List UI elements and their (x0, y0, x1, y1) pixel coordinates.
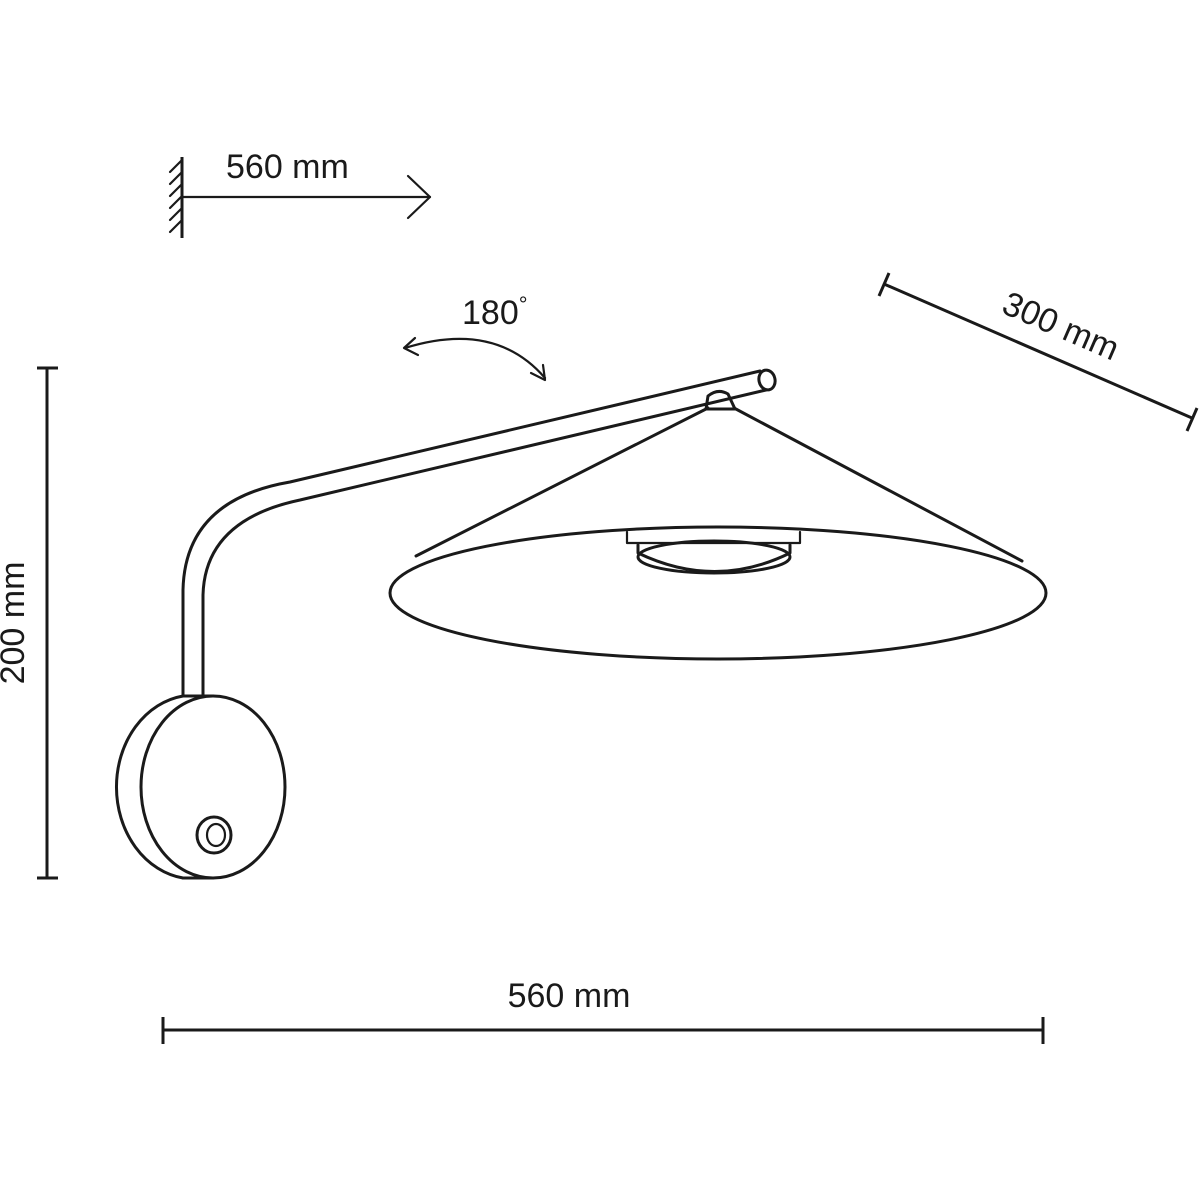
shade-hanger (704, 389, 737, 411)
switch-knob-outer (195, 815, 233, 855)
arm-outer-edge (181, 369, 762, 698)
height-dimension: 200 mm (0, 366, 58, 880)
rotation-arrow-left (402, 336, 420, 357)
shade-rim (388, 525, 1048, 661)
shade-cone-right (732, 406, 1024, 563)
base-front-face (139, 694, 287, 880)
shade-diameter-dimension: 300 mm (877, 272, 1199, 432)
rotation-arc (403, 337, 547, 380)
wall-hatching (168, 158, 184, 234)
rotation-label: 180° (462, 292, 528, 332)
light-source-module (625, 530, 802, 575)
rotation-indicator: 180° (402, 292, 547, 382)
shade-dim-tick-end (1185, 407, 1199, 432)
wall-projection-indicator: 560 mm (168, 148, 432, 238)
degree-symbol: ° (519, 292, 528, 317)
switch-knob (195, 815, 233, 855)
base-back-edge (115, 694, 185, 880)
shade-dim-line (883, 282, 1193, 420)
projection-arrow-head (406, 174, 432, 220)
width-dimension: 560 mm (161, 977, 1045, 1044)
height-label: 200 mm (0, 562, 32, 685)
light-source-collar (625, 530, 802, 545)
projection-label: 560 mm (226, 148, 349, 186)
width-label: 560 mm (508, 977, 631, 1015)
shade-dim-tick-start (877, 272, 891, 297)
rotation-arrow-right (529, 363, 547, 382)
arm-end-cap (757, 368, 777, 392)
switch-knob-inner (205, 822, 227, 848)
arm-inner-edge (201, 388, 768, 698)
lamp-shade (388, 389, 1048, 661)
shade-cone-left (414, 406, 710, 558)
light-source-lens (636, 539, 792, 575)
shade-diameter-label: 300 mm (997, 284, 1125, 368)
light-source-housing (636, 543, 792, 573)
lamp-wall-base (115, 694, 287, 880)
lamp-arm (181, 368, 777, 698)
